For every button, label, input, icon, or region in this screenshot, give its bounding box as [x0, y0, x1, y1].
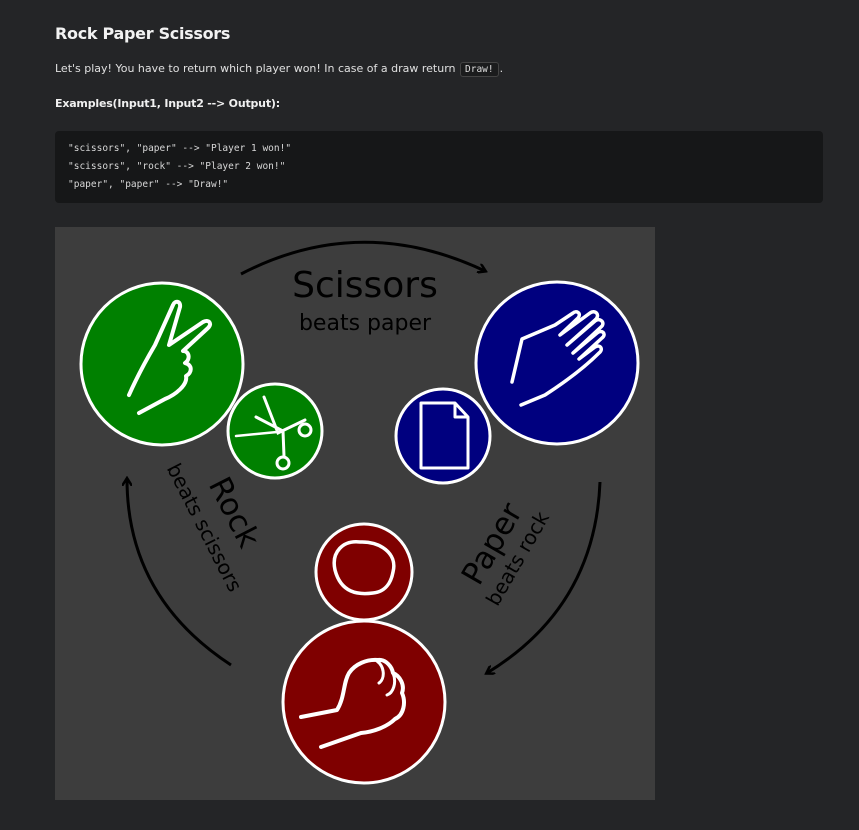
draw-inline-code: Draw! [460, 62, 499, 77]
scissors-icon [226, 382, 324, 480]
code-line: "scissors", "rock" --> "Player 2 won!" [68, 161, 286, 172]
arrow-left [127, 479, 232, 667]
code-line: "scissors", "paper" --> "Player 1 won!" [68, 143, 292, 154]
paper-sheet-icon [394, 387, 492, 485]
rps-diagram: Scissors beats paper Rock beats scissors… [55, 227, 655, 800]
code-line: "paper", "paper" --> "Draw!" [68, 179, 229, 190]
code-block: "scissors", "paper" --> "Player 1 won!" … [55, 131, 823, 203]
arrow-top [240, 240, 485, 276]
peace-hand-icon [79, 281, 245, 447]
scissors-title: Scissors [292, 265, 438, 306]
intro-end: . [499, 62, 504, 75]
page-title: Rock Paper Scissors [55, 24, 231, 43]
rock-icon [314, 522, 414, 622]
scissors-subtitle: beats paper [299, 311, 432, 336]
intro-paragraph: Let's play! You have to return which pla… [55, 62, 503, 77]
intro-text: Let's play! You have to return which pla… [55, 62, 456, 75]
open-hand-icon [474, 280, 640, 446]
arrow-right [487, 481, 602, 673]
fist-icon [281, 619, 447, 785]
examples-heading: Examples(Input1, Input2 --> Output): [55, 97, 280, 110]
